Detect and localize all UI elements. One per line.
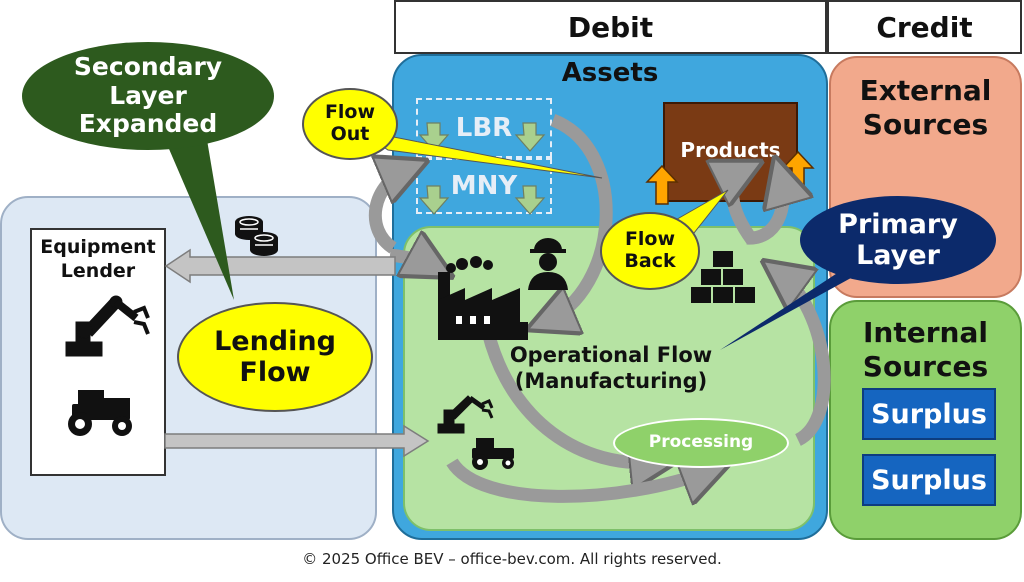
external-sources-label: External bbox=[859, 74, 992, 107]
small-robot-arm-icon bbox=[437, 395, 494, 434]
secondary-layer-line-2: Layer bbox=[109, 80, 187, 110]
copyright-footer: © 2025 Office BEV – office-bev.com. All … bbox=[302, 550, 722, 568]
primary-layer-line-1: Primary bbox=[838, 208, 958, 240]
external-sources-label-2: Sources bbox=[862, 107, 989, 141]
surplus-badge-2: Surplus bbox=[862, 454, 996, 506]
internal-sources-label-2: Sources bbox=[862, 349, 989, 383]
operational-flow-line-1: Operational Flow bbox=[509, 343, 713, 367]
secondary-layer-line-3: Expanded bbox=[78, 109, 218, 139]
operational-flow-line-2: (Manufacturing) bbox=[514, 369, 708, 394]
internal-sources-label: Internal bbox=[863, 316, 988, 349]
surplus-badge-1: Surplus bbox=[862, 388, 996, 440]
equipment-lender-label: Equipment bbox=[40, 236, 156, 258]
secondary-layer-line-1: Secondary bbox=[73, 51, 223, 81]
operational-flow-label: Operational Flow (Manufacturing) bbox=[496, 342, 726, 395]
primary-layer-line-2: Layer bbox=[856, 240, 940, 271]
equipment-lender-label-2: Lender bbox=[60, 259, 136, 282]
lending-flow-line-1: Lending bbox=[214, 325, 336, 357]
equipment-arrow-right bbox=[164, 424, 430, 458]
boxes-icon bbox=[689, 249, 757, 305]
small-tractor-icon bbox=[472, 438, 514, 470]
flow-out-line-2: Out bbox=[330, 123, 370, 145]
down-arrow-icons bbox=[418, 122, 546, 215]
worker-icon bbox=[528, 238, 568, 290]
flow-out-bubble: Flow Out bbox=[302, 88, 398, 160]
credit-header: Credit bbox=[827, 0, 1022, 54]
processing-oval: Processing bbox=[613, 418, 789, 468]
coins-icon bbox=[235, 216, 278, 256]
equipment-lender-box: Equipment Lender bbox=[30, 228, 166, 476]
lending-flow-line-2: Flow bbox=[239, 357, 311, 388]
secondary-layer-pointer bbox=[160, 128, 234, 300]
primary-layer-pointer bbox=[720, 262, 880, 350]
lending-flow-bubble: Lending Flow bbox=[177, 302, 373, 412]
processing-label: Processing bbox=[648, 432, 754, 453]
robot-arm-icon bbox=[65, 295, 150, 357]
lending-arrow-left bbox=[164, 248, 396, 284]
flow-arrows bbox=[368, 113, 831, 496]
debit-header: Debit bbox=[394, 0, 827, 54]
flow-back-line-1: Flow bbox=[624, 228, 676, 251]
flow-back-bubble: Flow Back bbox=[600, 212, 700, 290]
tractor-icon bbox=[68, 390, 132, 436]
assets-title: Assets bbox=[561, 58, 659, 88]
primary-layer-bubble: Primary Layer bbox=[800, 196, 996, 284]
factory-icon bbox=[438, 256, 528, 340]
secondary-layer-bubble: Secondary Layer Expanded bbox=[22, 42, 274, 150]
flow-out-line-1: Flow bbox=[324, 101, 376, 124]
flow-back-line-2: Back bbox=[624, 250, 676, 272]
